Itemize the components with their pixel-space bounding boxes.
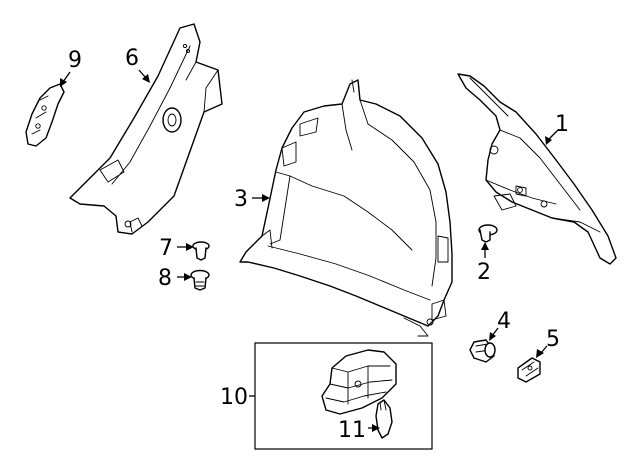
callout-5: 5 xyxy=(546,327,560,352)
part-5-clip-nut xyxy=(517,357,541,383)
callout-3: 3 xyxy=(234,187,248,212)
callout-11: 11 xyxy=(338,418,366,443)
part-6-pillar-trim xyxy=(69,23,223,235)
callout-9: 9 xyxy=(68,48,82,73)
part-7-clip xyxy=(192,241,210,261)
part-1-rear-trim-panel xyxy=(457,73,617,265)
callout-1: 1 xyxy=(555,112,569,137)
callout-8: 8 xyxy=(158,266,172,291)
leader-lines xyxy=(60,69,559,432)
callout-10: 10 xyxy=(220,385,248,410)
callout-7: 7 xyxy=(159,236,173,261)
callout-labels: 1 2 3 4 5 6 7 8 9 10 11 xyxy=(68,46,569,443)
part-3-quarter-trim-panel xyxy=(239,79,453,337)
part-8-screw xyxy=(190,269,210,291)
part-11-bulb xyxy=(375,399,393,439)
part-2-clip xyxy=(478,224,498,243)
callout-2: 2 xyxy=(477,260,491,285)
part-4-bolt xyxy=(469,339,496,363)
callout-6: 6 xyxy=(125,46,139,71)
callout-4: 4 xyxy=(497,309,511,334)
part-10-lamp-housing xyxy=(321,349,397,415)
part-9-bracket xyxy=(25,83,65,147)
